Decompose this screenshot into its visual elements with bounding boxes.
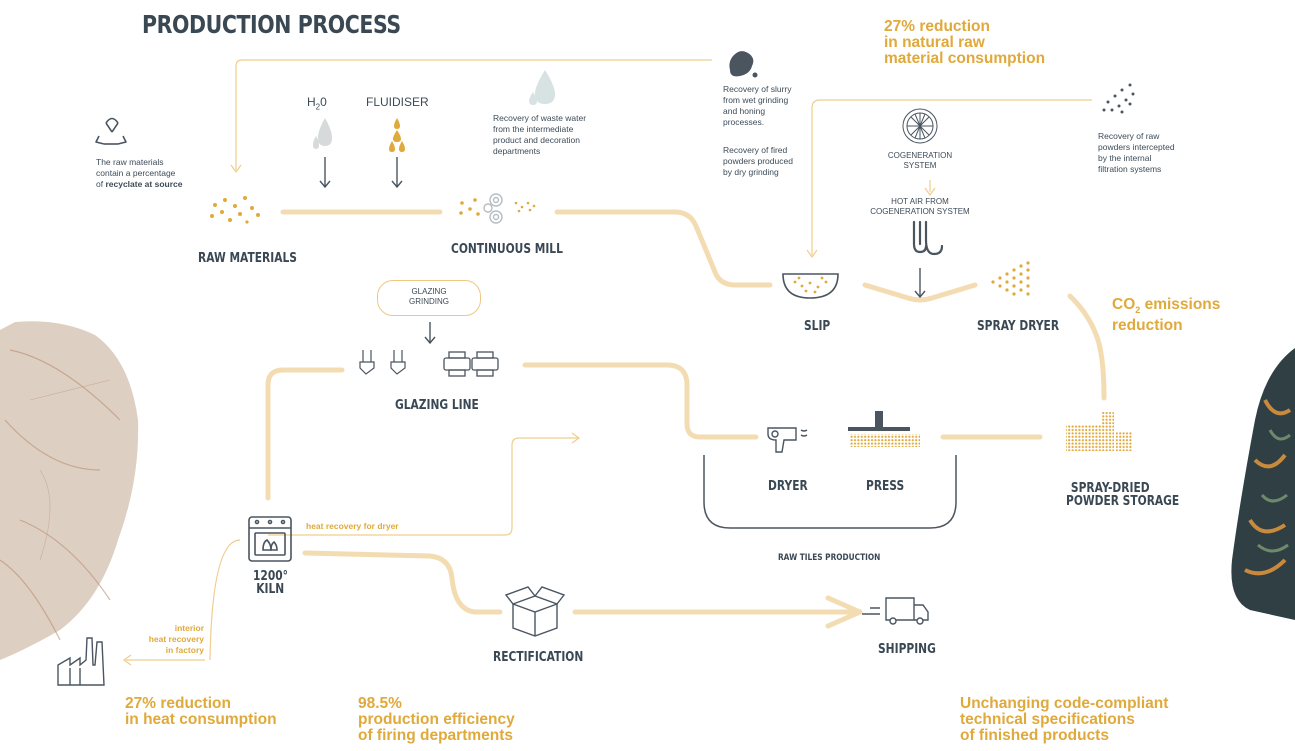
slurry-blob-icon — [729, 51, 754, 77]
slip-bowl-icon — [782, 273, 839, 299]
shipping-truck-icon — [862, 597, 929, 625]
flow-press-to-glazing — [522, 362, 759, 440]
flow-spray-to-storage — [1067, 293, 1107, 401]
raw-powders-dots-icon — [1102, 83, 1135, 114]
glazing-grinding-box: GLAZING GRINDING — [377, 280, 481, 316]
note-heat-recovery-dryer: heat recovery for dryer — [306, 521, 399, 531]
note-fired-powders: Recovery of fired powders produced by dr… — [723, 145, 793, 177]
waste-water-drop-icon — [529, 70, 555, 105]
raw-materials-dots-icon — [210, 196, 260, 224]
flow-mill-to-slip — [554, 209, 773, 288]
stat-heat-reduction: 27% reduction in heat consumption — [125, 695, 277, 728]
stat-raw-material-reduction: 27% reduction in natural raw material co… — [884, 18, 1046, 67]
stage-rectification: RECTIFICATION — [493, 650, 584, 665]
note-hot-air: HOT AIR FROM COGENERATION SYSTEM — [870, 197, 970, 216]
stage-shipping: SHIPPING — [878, 642, 936, 657]
glazing-applicators-icon — [359, 350, 406, 375]
leaf-pattern-tile-image — [1231, 348, 1295, 620]
fluidiser-drops-icon — [389, 118, 405, 152]
stage-press: PRESS — [866, 479, 905, 494]
rectification-box-icon — [504, 586, 566, 637]
continuous-mill-icon — [459, 193, 536, 224]
note-slurry: Recovery of slurry from wet grinding and… — [723, 84, 792, 127]
page-title: PRODUCTION PROCESS — [142, 10, 401, 39]
water-drop-icon — [313, 118, 332, 149]
stage-kiln: 1200° KILN — [253, 569, 289, 597]
spray-dryer-icon — [991, 261, 1030, 296]
hot-air-pipes-icon — [912, 220, 944, 256]
dryer-icon — [767, 427, 808, 453]
note-recyclate: The raw materials contain a percentage o… — [96, 157, 183, 189]
factory-icon — [57, 637, 105, 686]
note-cogeneration: COGENERATION SYSTEM — [887, 151, 953, 170]
note-interior-heat-recovery: interior heat recovery in factory — [148, 623, 204, 655]
powder-storage-icon — [1066, 412, 1132, 451]
stage-dryer: DRYER — [768, 479, 808, 494]
recycle-icon — [95, 117, 127, 145]
cogeneration-turbine-icon — [902, 108, 938, 144]
stage-glazing-line: GLAZING LINE — [395, 398, 479, 413]
flow-kiln-to-rectification — [302, 550, 503, 615]
stat-technical-specs: Unchanging code-compliant technical spec… — [960, 695, 1169, 744]
stage-raw-tiles-production: RAW TILES PRODUCTION — [778, 553, 881, 563]
stat-production-efficiency: 98.5% production efficiency of firing de… — [358, 695, 515, 744]
stat-co2-reduction: CO2 emissions reduction — [1112, 296, 1221, 335]
note-waste-water: Recovery of waste water from the interme… — [493, 113, 587, 156]
flow-glazing-to-kiln — [265, 367, 345, 501]
note-raw-powders: Recovery of raw powders intercepted by t… — [1098, 131, 1175, 174]
kiln-icon — [248, 516, 292, 562]
input-h2o: H20 — [307, 95, 327, 112]
press-icon — [848, 411, 920, 447]
glazing-printers-icon — [443, 351, 499, 377]
stage-raw-materials: RAW MATERIALS — [198, 251, 297, 266]
stage-slip: SLIP — [804, 319, 831, 334]
stage-continuous-mill: CONTINUOUS MILL — [451, 242, 563, 257]
input-fluidiser: FLUIDISER — [366, 95, 429, 109]
marble-sample-image — [0, 321, 139, 660]
flow-slip-to-spray — [862, 282, 978, 303]
stage-spray-dryer: SPRAY DRYER — [977, 319, 1060, 334]
stage-spray-dried-storage: SPRAY-DRIED POWDER STORAGE — [1066, 481, 1180, 509]
